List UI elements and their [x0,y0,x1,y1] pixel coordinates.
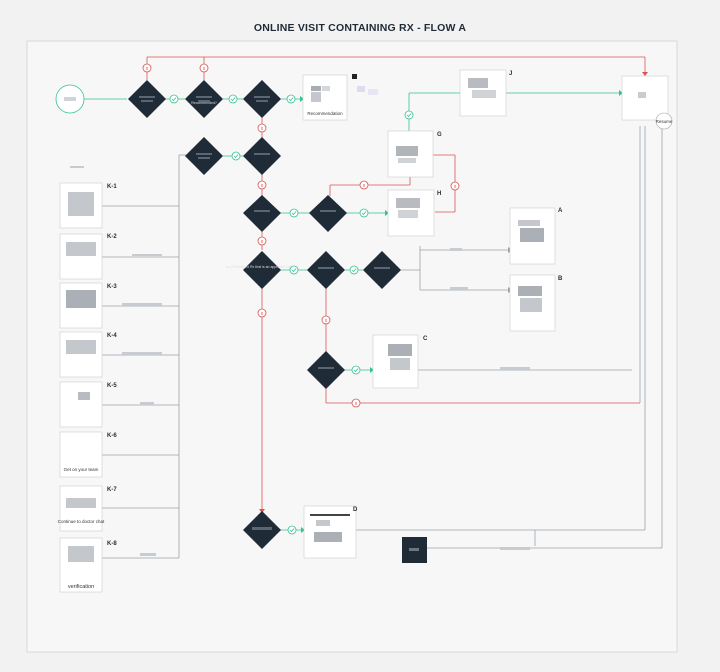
arrowheads [259,72,648,533]
decision-3 [243,80,281,118]
x-circle-icon: x [359,180,369,190]
label-k8: K-8 [107,541,117,547]
svg-text:x: x [261,183,264,189]
k6-caption: Get on your team [64,467,99,472]
check-circle-icon [289,265,299,275]
screen-thumbnails [59,69,673,593]
decision-5 [243,137,281,175]
label-k7: K-7 [107,487,117,493]
x-circle-icon: x [257,236,267,246]
label-k3: K-3 [107,284,117,290]
x-circle-icon: x [257,123,267,133]
label-k6: K-6 [107,433,117,439]
decision-7 [309,195,347,232]
decision-6 [243,195,281,232]
label-h: H [437,191,441,197]
k8-caption: verification [68,584,94,590]
diagram-title: ONLINE VISIT CONTAINING RX - FLOW A [253,22,467,34]
label-k1: K-1 [107,184,117,190]
check-circle-icon [228,94,238,104]
svg-text:x: x [355,401,358,407]
decision-2-label: Recommended? [191,101,217,105]
label-g: G [437,132,442,138]
label-j: J [509,71,512,77]
yes-markers [169,94,414,535]
no-markers: x x x x x x x x x x [142,63,460,408]
board-area [26,40,678,653]
svg-text:x: x [261,239,264,245]
screen-k2 [59,233,103,280]
check-circle-icon [359,208,369,218]
x-circle-icon: x [199,63,209,73]
x-circle-icon: x [257,308,267,318]
label-k2: K-2 [107,234,117,240]
decision-4 [185,137,223,175]
annotation-blocks [70,166,530,556]
recommendation-screen [302,74,348,121]
label-d: D [353,507,358,513]
label-c: C [423,336,428,342]
check-circle-icon [404,110,414,120]
screen-k5 [59,381,103,428]
svg-text:x: x [261,311,264,317]
screen-h [387,189,435,237]
recommendation-caption: Recommendation [307,111,343,116]
x-circle-icon: x [450,181,460,191]
decision-10 [363,251,401,289]
svg-text:x: x [325,318,328,324]
k7-caption: Continue to doctor chat [58,519,105,524]
screen-k7 [59,485,103,532]
label-b: B [558,276,563,282]
x-circle-icon: x [321,315,331,325]
screen-k6 [59,431,103,478]
start-node-label [64,97,76,101]
yes-path-connectors [82,92,622,531]
decision-8 [243,251,281,289]
resume-badge [655,112,673,130]
svg-text:x: x [454,184,457,190]
decision-text-blocks [139,96,390,530]
svg-text:x: x [363,183,366,189]
check-circle-icon [286,94,296,104]
decision-2 [185,80,223,118]
label-k5: K-5 [107,383,117,389]
label-a: A [558,208,563,214]
check-circle-icon [169,94,179,104]
x-circle-icon: x [351,398,361,408]
svg-text:x: x [261,126,264,132]
x-circle-icon: x [257,180,267,190]
decision-9 [307,251,345,289]
check-circle-icon [231,151,241,161]
label-k4: K-4 [107,333,117,339]
check-circle-icon [351,365,361,375]
no-path-connectors [146,56,646,512]
check-circle-icon [287,525,297,535]
check-circle-icon [289,208,299,218]
resume-caption: Resume [656,119,673,124]
gray-connectors [102,126,663,559]
svg-text:x: x [203,66,206,72]
x-circle-icon: x [142,63,152,73]
decision-1 [128,80,166,118]
decision-8-label: Is a Prescribed Rx that is an approved O… [226,265,299,269]
screen-k4 [59,331,103,378]
svg-text:x: x [146,66,149,72]
check-circle-icon [349,265,359,275]
decision-11 [307,351,345,389]
